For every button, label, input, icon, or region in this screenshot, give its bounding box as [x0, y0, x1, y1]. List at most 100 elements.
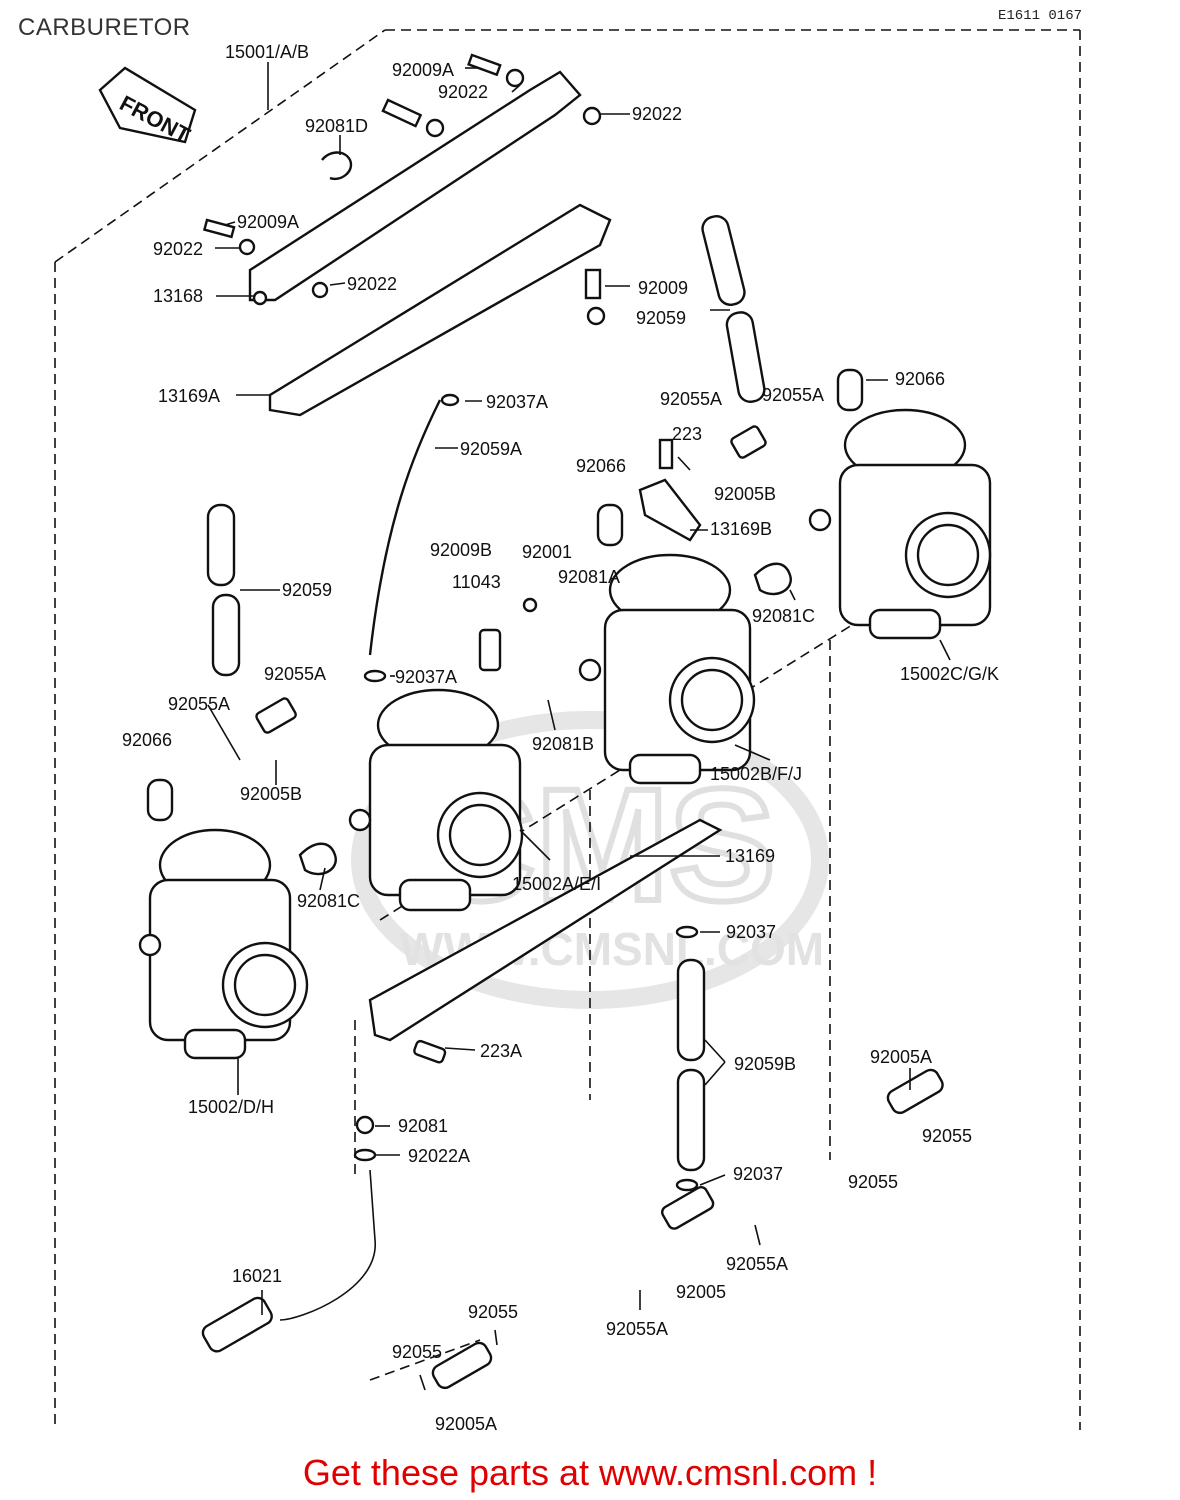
label-92066-left: 92066 [122, 730, 172, 750]
pipe-92005a-right [886, 1068, 944, 1115]
label-13169a: 13169A [158, 386, 220, 406]
label-92055-r1: 92055 [922, 1126, 972, 1146]
spring-92081c-right [753, 562, 792, 596]
carb-bore-inner [680, 668, 744, 732]
label-11043: 11043 [452, 572, 501, 592]
label-92055a-b1: 92055A [726, 1254, 788, 1274]
carburetor-15002c [808, 408, 992, 640]
leader [677, 456, 691, 471]
tee-92005 [660, 1185, 715, 1230]
carb-fitting [578, 658, 602, 682]
leader [704, 1039, 726, 1063]
leader [207, 704, 241, 761]
screw-223 [658, 438, 674, 470]
leader [319, 867, 326, 891]
label-15002b-f-j: 15002B/F/J [710, 764, 802, 784]
fitting-92005b-right [730, 425, 767, 459]
leader [547, 699, 556, 731]
hose-92059b-b [676, 1068, 706, 1172]
carb-fitting [138, 933, 162, 957]
leader [444, 1047, 476, 1051]
screw-92009a-mid [202, 218, 236, 239]
front-direction-marker: FRONT [98, 66, 197, 148]
label-92066-top: 92066 [895, 369, 945, 389]
label-15001-a-b: 15001/A/B [225, 42, 309, 62]
carburetor-15002b [578, 553, 756, 785]
part-11043 [478, 628, 502, 672]
label-92037-bottom: 92037 [733, 1164, 783, 1184]
rail-washer [505, 68, 525, 88]
callout-labels: 15001/A/B 92009A 92022 92022 92081D 9200… [122, 42, 999, 1434]
cap-92066-top [836, 368, 864, 412]
label-92009a-top: 92009A [392, 60, 454, 80]
spring-92081d [321, 151, 353, 181]
leader [494, 1329, 498, 1346]
screw-223a [413, 1039, 447, 1064]
cap-92066-mid [596, 503, 624, 547]
label-92081d: 92081D [305, 116, 368, 136]
rail-washer [582, 106, 602, 126]
label-92009b: 92009B [430, 540, 492, 560]
carb-bowl [628, 753, 702, 785]
rod-13169 [368, 818, 723, 1042]
label-223: 223 [672, 424, 702, 444]
label-92081a: 92081A [558, 567, 620, 587]
leader-lines [207, 62, 951, 1391]
label-92059b: 92059B [734, 1054, 796, 1074]
label-15002-d-h: 15002/D/H [188, 1097, 274, 1117]
clamp-92037-bottom [675, 1178, 699, 1192]
washer-92022a [353, 1148, 377, 1162]
leader [939, 639, 951, 661]
label-92059a: 92059A [460, 439, 522, 459]
label-92059-left: 92059 [282, 580, 332, 600]
hose-92059-top-a [701, 215, 746, 306]
clamp-92037-top [675, 925, 699, 939]
carburetor-15002a [348, 688, 524, 912]
pipe-92005a-bottom [431, 1341, 493, 1390]
carb-fitting [348, 808, 372, 832]
clamp-92037a-mid [363, 669, 387, 683]
label-92055a-r1: 92055A [660, 389, 722, 409]
screw-92081d [381, 98, 423, 128]
spring-92081c-left [298, 842, 337, 876]
label-92005a-right: 92005A [870, 1047, 932, 1067]
label-13169b: 13169B [710, 519, 772, 539]
leader [224, 221, 236, 226]
label-92009: 92009 [638, 278, 688, 298]
leader [789, 589, 796, 601]
spring-92081 [355, 1115, 375, 1135]
leader [734, 744, 771, 761]
screw-92009-head [586, 306, 606, 326]
leader [419, 1374, 426, 1391]
carburetor-15002 [138, 828, 309, 1060]
label-92055a-b2: 92055A [606, 1319, 668, 1339]
label-92055-b2: 92055 [392, 1342, 442, 1362]
label-92055a-r2: 92055A [762, 385, 824, 405]
label-92081b: 92081B [532, 734, 594, 754]
screw-92009a [467, 53, 502, 77]
cap-92066-left [146, 778, 174, 822]
label-92022-mid: 92022 [347, 274, 397, 294]
carb-bore-inner [448, 803, 512, 867]
label-92055-b1: 92055 [468, 1302, 518, 1322]
frame-line [54, 29, 386, 263]
hose-92059a [368, 399, 442, 656]
hose-92059-top-b [725, 311, 766, 403]
reference-code: E1611 0167 [998, 8, 1083, 24]
leader [329, 282, 346, 286]
label-92081c-right: 92081C [752, 606, 815, 626]
exploded-parts-diagram: CMS WWW.CMSNL.COM FRONT [54, 29, 1081, 1434]
label-92037a-top: 92037A [486, 392, 548, 412]
label-92022-top: 92022 [438, 82, 488, 102]
label-13169: 13169 [725, 846, 775, 866]
label-15002c-g-k: 15002C/G/K [900, 664, 999, 684]
footer-link-banner[interactable]: Get these parts at www.cmsnl.com ! [302, 1452, 878, 1493]
label-92005b-left: 92005B [240, 784, 302, 804]
hose-92059b-a [676, 958, 706, 1062]
screw-92009b [522, 597, 538, 613]
frame-line [369, 1339, 481, 1381]
choke-cable [279, 1169, 376, 1321]
carb-bore-inner [233, 953, 297, 1017]
label-92005: 92005 [676, 1282, 726, 1302]
label-92005b-right: 92005B [714, 484, 776, 504]
